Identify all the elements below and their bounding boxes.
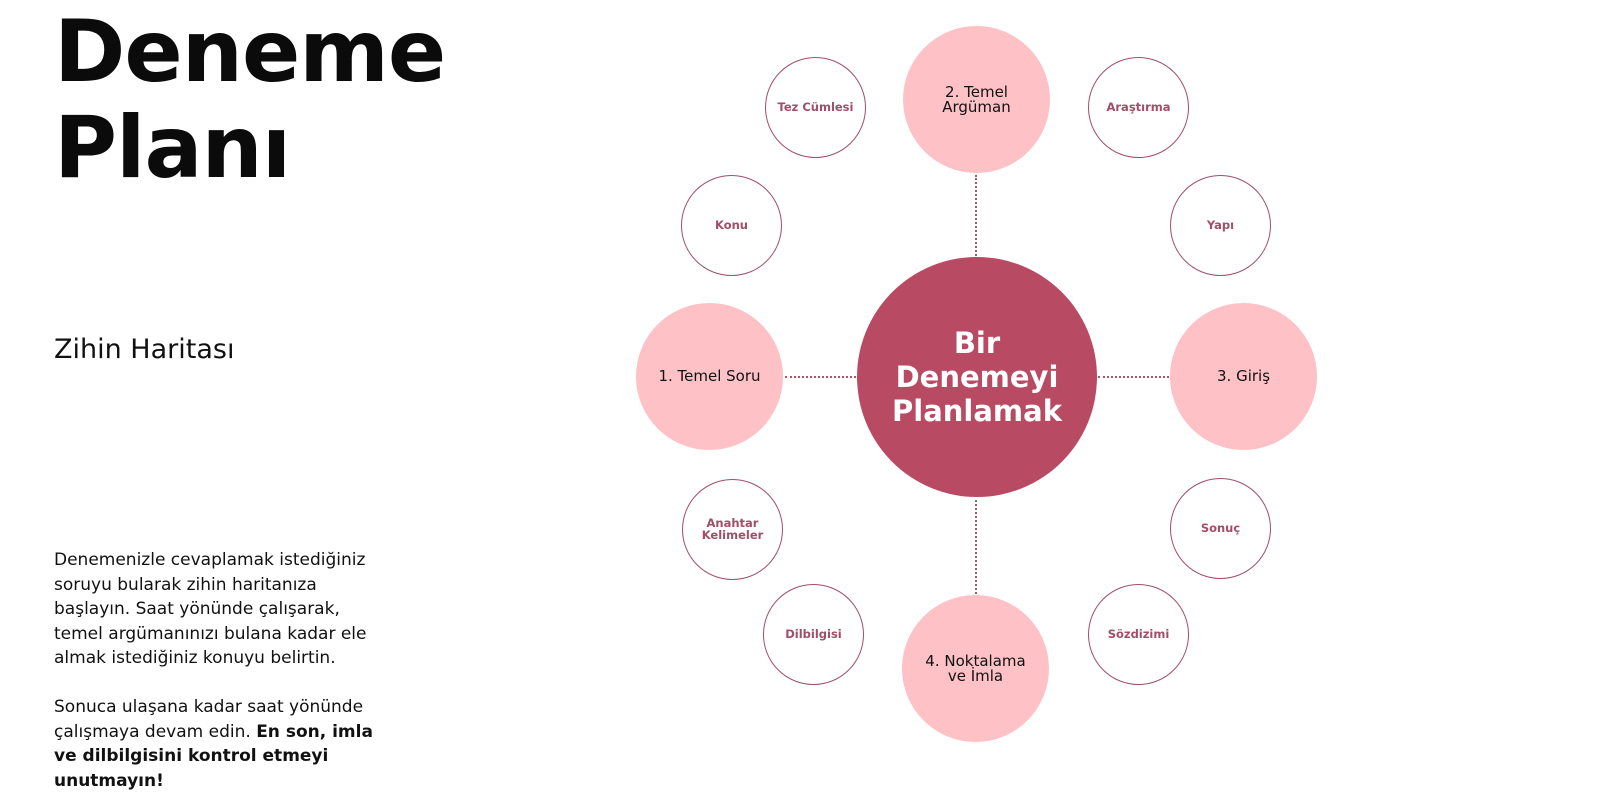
sub-node-yapi-label: Yapı xyxy=(1206,217,1235,232)
instructions-paragraph-2: Sonuca ulaşana kadar saat yönünde çalışm… xyxy=(54,695,394,793)
sub-node-anahtar-kelimeler: Anahtar Kelimeler xyxy=(682,479,783,580)
sub-node-konu: Konu xyxy=(681,175,782,276)
instructions-paragraph-1: Denemenizle cevaplamak istediğiniz soruy… xyxy=(54,550,367,668)
main-node-giris: 3. Giriş xyxy=(1170,303,1317,450)
connector-left xyxy=(785,376,856,378)
sub-node-sozdizimi-label: Sözdizimi xyxy=(1107,626,1170,641)
sub-node-konu-label: Konu xyxy=(715,217,748,232)
main-node-temel-soru: 1. Temel Soru xyxy=(636,303,783,450)
main-node-temel-soru-label: 1. Temel Soru xyxy=(658,367,761,385)
connector-right xyxy=(1098,376,1169,378)
instructions-paragraph-2-text: Sonuca ulaşana kadar saat yönünde çalışm… xyxy=(54,697,364,742)
center-node: Bir Denemeyi Planlamak xyxy=(857,257,1097,497)
instructions-paragraph-2-emphasis: En son, imla ve dilbilgisini kontrol etm… xyxy=(54,721,373,791)
connector-bottom xyxy=(975,500,977,594)
title-line-2: Planı xyxy=(54,98,291,198)
title-line-1: Deneme xyxy=(54,2,446,102)
connector-top xyxy=(975,175,977,256)
main-node-noktalama-imla: 4. Noktalama ve İmla xyxy=(902,595,1049,742)
sub-node-sonuc: Sonuç xyxy=(1170,478,1271,579)
main-node-temel-arguman-label: 2. Temel Argüman xyxy=(942,82,1011,116)
page-title: Deneme Planı xyxy=(54,2,446,198)
sub-node-tez-cumlesi-label: Tez Cümlesi xyxy=(777,99,854,114)
sub-node-arastirma: Araştırma xyxy=(1088,57,1189,158)
sub-node-sonuc-label: Sonuç xyxy=(1200,520,1241,535)
main-node-noktalama-imla-label: 4. Noktalama ve İmla xyxy=(925,651,1026,685)
instructions: Denemenizle cevaplamak istediğiniz soruy… xyxy=(54,548,394,793)
sub-node-dilbilgisi: Dilbilgisi xyxy=(763,584,864,685)
main-node-giris-label: 3. Giriş xyxy=(1216,367,1271,385)
main-node-temel-arguman: 2. Temel Argüman xyxy=(903,26,1050,173)
page-subtitle: Zihin Haritası xyxy=(54,334,235,365)
sub-node-sozdizimi: Sözdizimi xyxy=(1088,584,1189,685)
sub-node-anahtar-kelimeler-label: Anahtar Kelimeler xyxy=(701,516,764,542)
center-node-label: Bir Denemeyi Planlamak xyxy=(892,326,1062,428)
sub-node-dilbilgisi-label: Dilbilgisi xyxy=(785,626,842,641)
sub-node-arastirma-label: Araştırma xyxy=(1106,99,1171,114)
sub-node-yapi: Yapı xyxy=(1170,175,1271,276)
sub-node-tez-cumlesi: Tez Cümlesi xyxy=(765,57,866,158)
